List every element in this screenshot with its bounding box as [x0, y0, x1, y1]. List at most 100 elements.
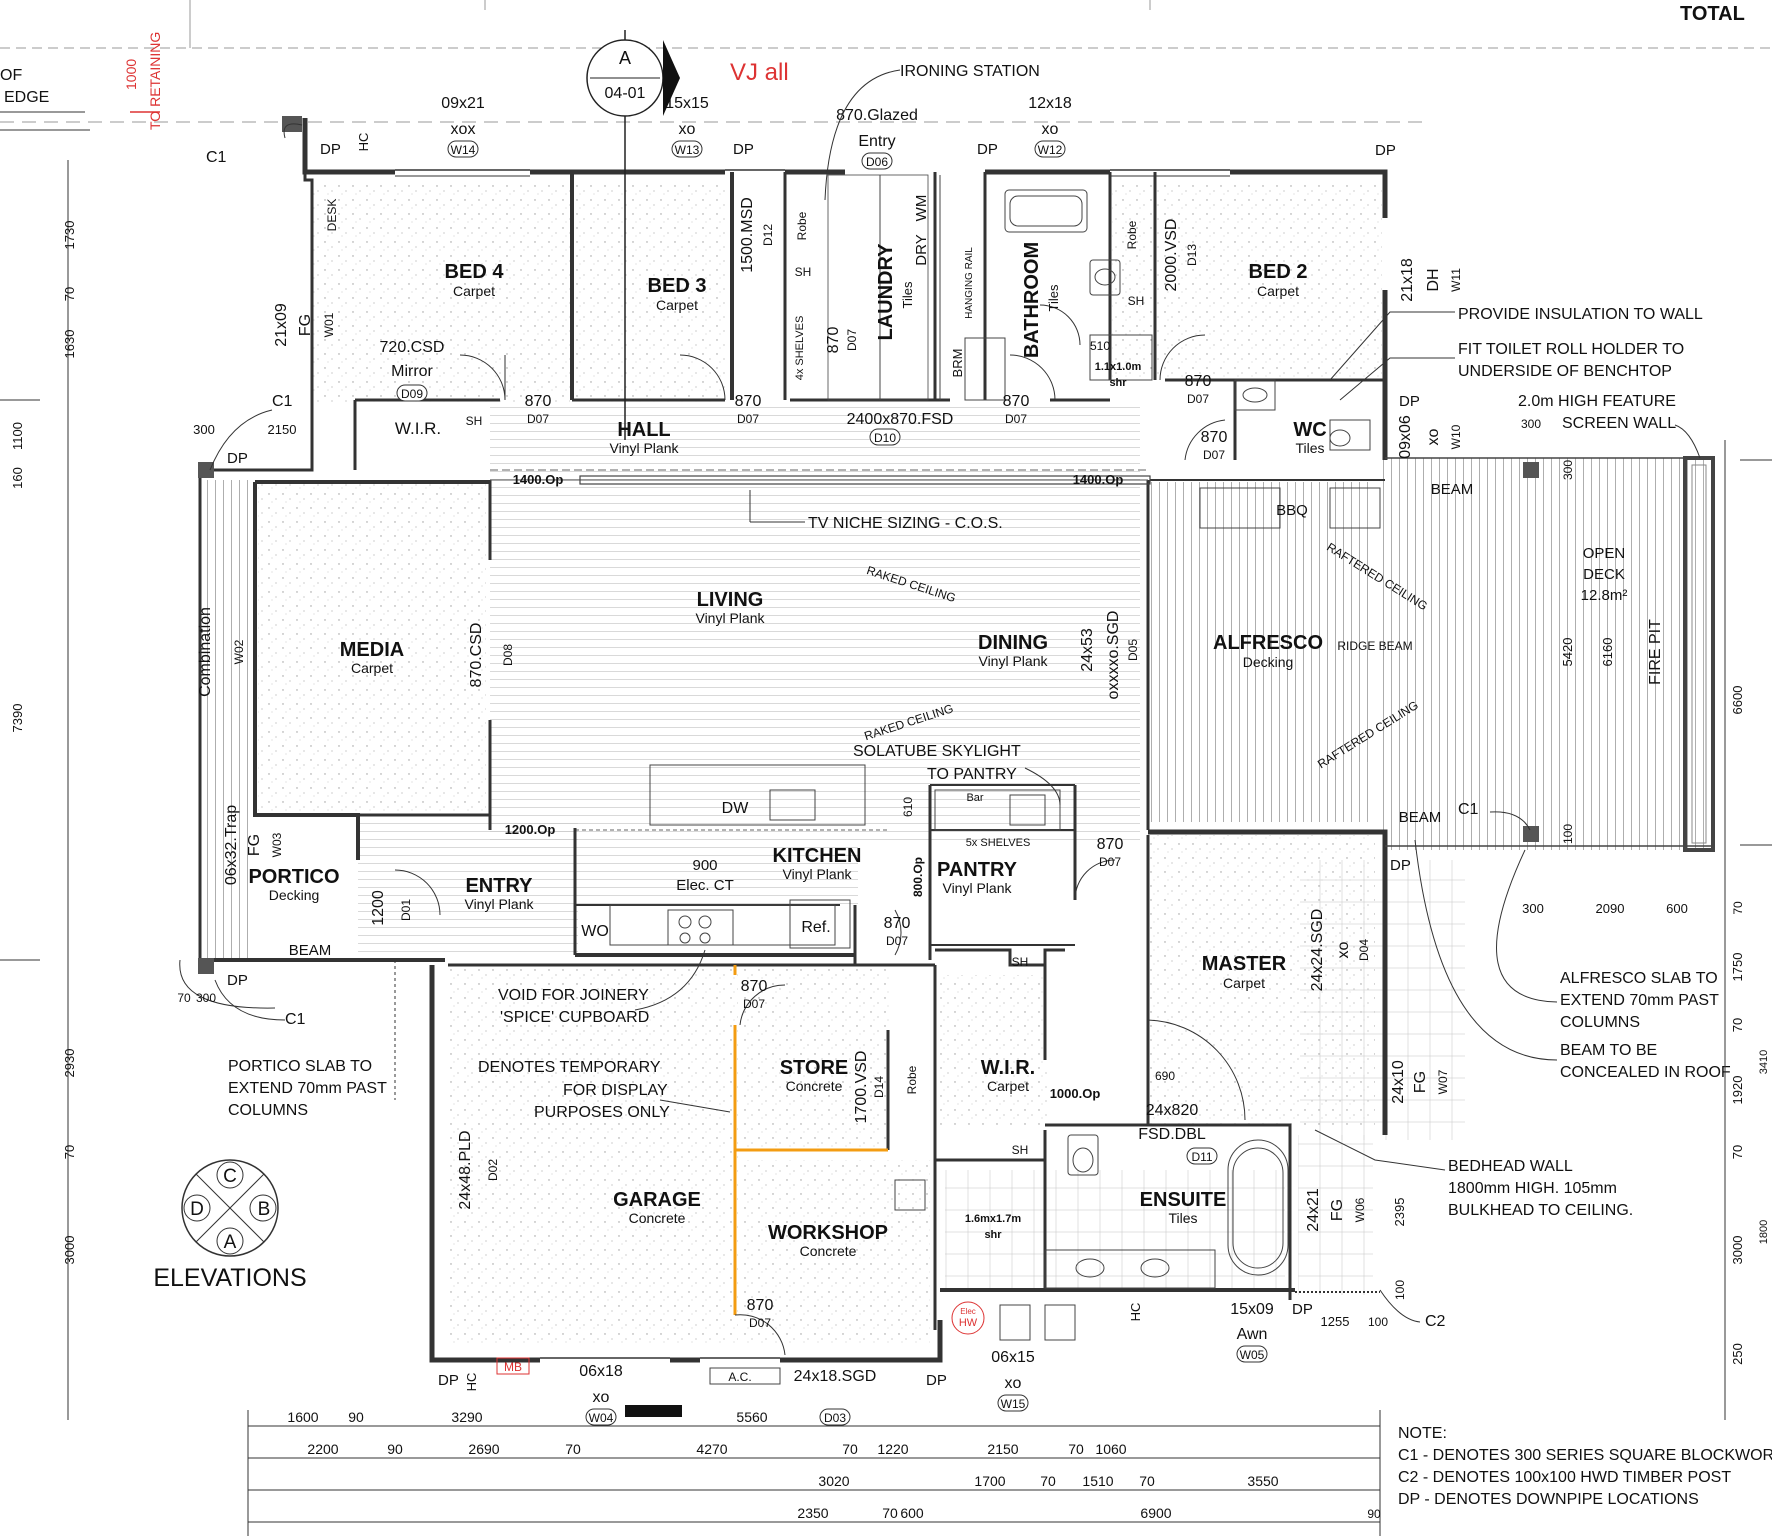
w06-size: 24x21	[1305, 1188, 1322, 1232]
w11-size: 21x18	[1399, 258, 1416, 302]
combination-label: Combination	[197, 607, 214, 697]
dim-misc-7: 2395	[1392, 1198, 1407, 1227]
c1-label-2: C1	[272, 393, 293, 410]
beam-label-2: BEAM	[1399, 809, 1442, 826]
shelves5-label: 5x SHELVES	[966, 837, 1031, 849]
d13-tag: D13	[1185, 244, 1199, 266]
beamroof-note-2: CONCEALED IN ROOF	[1560, 1064, 1731, 1081]
c1-label-1: C1	[206, 149, 227, 166]
c1-label-4: C1	[1458, 801, 1479, 818]
elec-ct-label: Elec. CT	[676, 877, 734, 894]
c2-label: C2	[1425, 1313, 1446, 1330]
dim-r2-9: 70	[1068, 1441, 1084, 1457]
dim-misc-8: 100	[1393, 1280, 1407, 1300]
w01-tag: W01	[322, 312, 336, 337]
d07-tag-3: D07	[1005, 412, 1027, 426]
void-note-1: VOID FOR JOINERY	[498, 987, 649, 1004]
w15-type: xo	[1005, 1375, 1022, 1392]
w05-type: Awn	[1237, 1326, 1268, 1343]
sh-label-1: SH	[795, 265, 812, 279]
dim-r3-1: 3020	[818, 1473, 849, 1489]
dim-right-7: 250	[1730, 1343, 1745, 1365]
ac-label: A.C.	[728, 1370, 751, 1384]
dimension-lines	[0, 129, 1772, 1536]
solatube-note-1: SOLATUBE SKYLIGHT	[853, 743, 1021, 760]
d04-tag: D04	[1357, 939, 1371, 961]
store-name: STORE	[780, 1057, 849, 1079]
alfresco-name: ALFRESCO	[1213, 632, 1323, 654]
ironing-note: IRONING STATION	[900, 63, 1040, 80]
dim-left2-1: 300	[193, 422, 215, 437]
alfresco-finish: Decking	[1243, 654, 1294, 670]
w07-size: 24x10	[1390, 1060, 1407, 1104]
opening-labels: 09x21 xox W14 15x15 xo W13 12x18 xo W12 …	[223, 95, 1463, 1426]
d07-size-4: 870	[1185, 373, 1212, 390]
elev-d: D	[190, 1199, 204, 1220]
shr1-label: shr	[1109, 377, 1127, 389]
d07-size-9: 870	[747, 1297, 774, 1314]
dp-label-11: DP	[926, 1372, 947, 1389]
dp-label-5: DP	[1399, 393, 1420, 410]
bathroom-finish: Tiles	[1046, 284, 1061, 311]
w15-size: 06x15	[991, 1349, 1035, 1366]
d07-tag-9: D07	[749, 1316, 771, 1330]
w13-size: 15x15	[665, 95, 709, 112]
opening-1400-right: 1400.Op	[1073, 472, 1124, 487]
ref-label: Ref.	[801, 919, 830, 936]
ensuite-name: ENSUITE	[1140, 1189, 1227, 1211]
w11-type: DH	[1425, 268, 1442, 291]
d11-tag: D11	[1191, 1150, 1212, 1164]
living-name: LIVING	[697, 589, 764, 611]
mirror-label: Mirror	[391, 363, 433, 380]
elev-b: B	[258, 1199, 271, 1220]
legend: NOTE: C1 - DENOTES 300 SERIES SQUARE BLO…	[1398, 1425, 1772, 1508]
d04-size: 24x24.SGD	[1309, 909, 1326, 992]
pantry-name: PANTRY	[937, 859, 1018, 881]
alfslab-note-3: COLUMNS	[1560, 1014, 1640, 1031]
deck-l2: DECK	[1583, 566, 1625, 583]
screen-note-2: SCREEN WALL	[1562, 415, 1676, 432]
d08-size: 870.CSD	[468, 623, 485, 688]
d07-tag-6: D07	[1099, 855, 1121, 869]
d07-tag-7: D07	[886, 934, 908, 948]
laundry-name: LAUNDRY	[875, 243, 897, 341]
d01-tag: D01	[399, 899, 413, 921]
mb-label: MB	[504, 1360, 522, 1374]
d06-type: Entry	[858, 133, 895, 150]
deck-l1: OPEN	[1583, 545, 1626, 562]
elevations-title: ELEVATIONS	[153, 1264, 306, 1292]
d14-tag: D14	[872, 1076, 886, 1098]
bed4-finish: Carpet	[453, 283, 495, 299]
d07-tag-8: D07	[743, 997, 765, 1011]
d08-tag: D08	[501, 644, 515, 666]
d07-tag-2: D07	[737, 412, 759, 426]
dim-r4-4: 6900	[1140, 1505, 1171, 1521]
sh-label-3: SH	[466, 414, 483, 428]
d13-size: 2000.VSD	[1163, 219, 1180, 292]
hc-label-2: HC	[464, 1373, 479, 1392]
section-marker: A 04-01	[586, 30, 680, 440]
room-labels: BED 4 Carpet BED 3 Carpet LAUNDRY Tiles …	[248, 242, 1627, 1259]
bedhead-note-2: 1800mm HIGH. 105mm	[1448, 1180, 1617, 1197]
d07-size-2: 870	[735, 393, 762, 410]
dim-deck-4: 6160	[1600, 638, 1615, 667]
d07-tags: 870 D07 870 D07 870 D07 870 D07 870 D07 …	[525, 327, 1228, 1330]
dim-misc-3: 600	[1666, 901, 1688, 916]
legend-title: NOTE:	[1398, 1425, 1447, 1442]
w03-size: 06x32.Trap	[223, 805, 240, 885]
d09-tag: D09	[401, 387, 423, 401]
dim-r2-3: 2690	[468, 1441, 499, 1457]
kitchen-name: KITCHEN	[773, 845, 862, 867]
shelves4-label: 4x SHELVES	[794, 316, 806, 381]
d05-tag: D05	[1126, 639, 1140, 661]
bbq-label: BBQ	[1276, 502, 1308, 519]
insulation-note: PROVIDE INSULATION TO WALL	[1458, 306, 1703, 323]
bathroom-name: BATHROOM	[1021, 242, 1043, 358]
shr2-size: 1.6mx1.7m	[965, 1213, 1021, 1225]
workshop-name: WORKSHOP	[768, 1222, 888, 1244]
dim-r2-6: 70	[842, 1441, 858, 1457]
d07-size-8: 870	[741, 978, 768, 995]
dim-deck-5: 100	[1561, 824, 1575, 844]
c1-label-3: C1	[285, 1011, 306, 1028]
